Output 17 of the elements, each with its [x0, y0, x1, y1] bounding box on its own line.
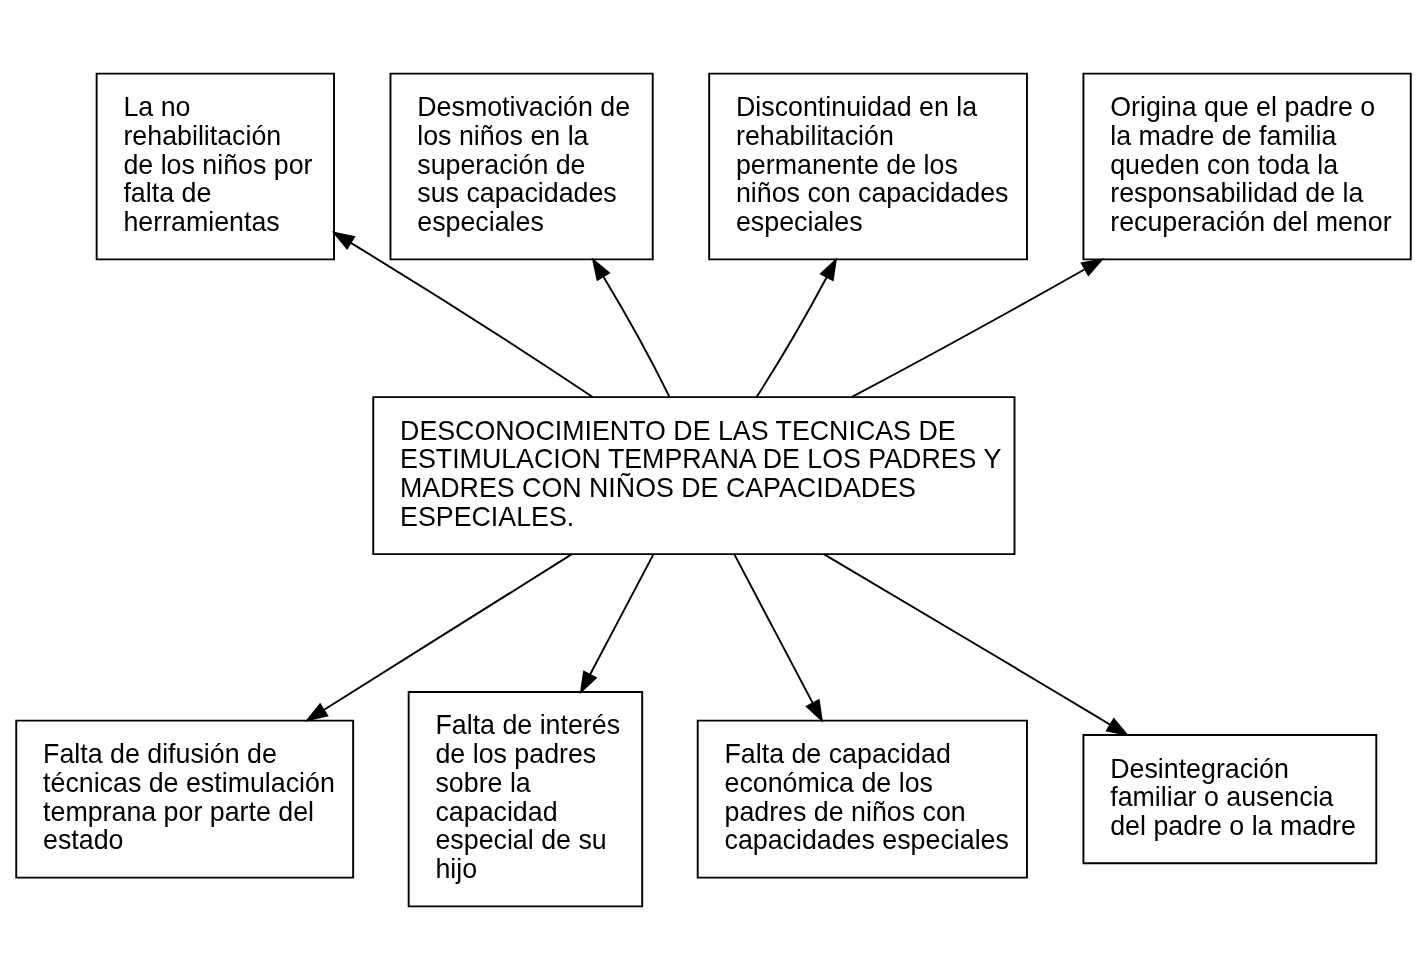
node-box: La no rehabilitación de los niños por falta de herramientas [95, 72, 335, 260]
node-box: Falta de difusión de técnicas de estimulación temprana por parte del estado [15, 719, 355, 879]
node-box: DESCONOCIMIENTO DE LAS TECNICAS DE ESTIMULACION TEMPRANA DE LOS PADRES Y MADRES CON NIÑOS DE CAPACIDADES ESPECIALES. [372, 395, 1016, 555]
arrow [331, 230, 594, 398]
node-box: Falta de interés de los padres sobre la capacidad especial de su hijo [407, 690, 644, 907]
node-box: Falta de capacidad económica de los padres de niños con capacidades especiales [696, 719, 1028, 879]
arrow [305, 552, 573, 722]
node-box: Desmotivación de los niños en la superación de sus capacidades especiales [389, 72, 654, 260]
arrow [591, 257, 671, 398]
arrow [851, 257, 1105, 398]
node-box: Origina que el padre o la madre de familia queden con toda la responsabilidad de la recuperación del menor [1082, 72, 1412, 260]
arrow [579, 552, 655, 694]
arrow [733, 552, 824, 723]
arrow [755, 256, 838, 398]
arrow [822, 552, 1130, 736]
node-box: Desintegración familiar o ausencia del padre o la madre [1082, 733, 1378, 864]
node-box: Discontinuidad en la rehabilitación permanente de los niños con capacidades especiales [708, 72, 1028, 260]
